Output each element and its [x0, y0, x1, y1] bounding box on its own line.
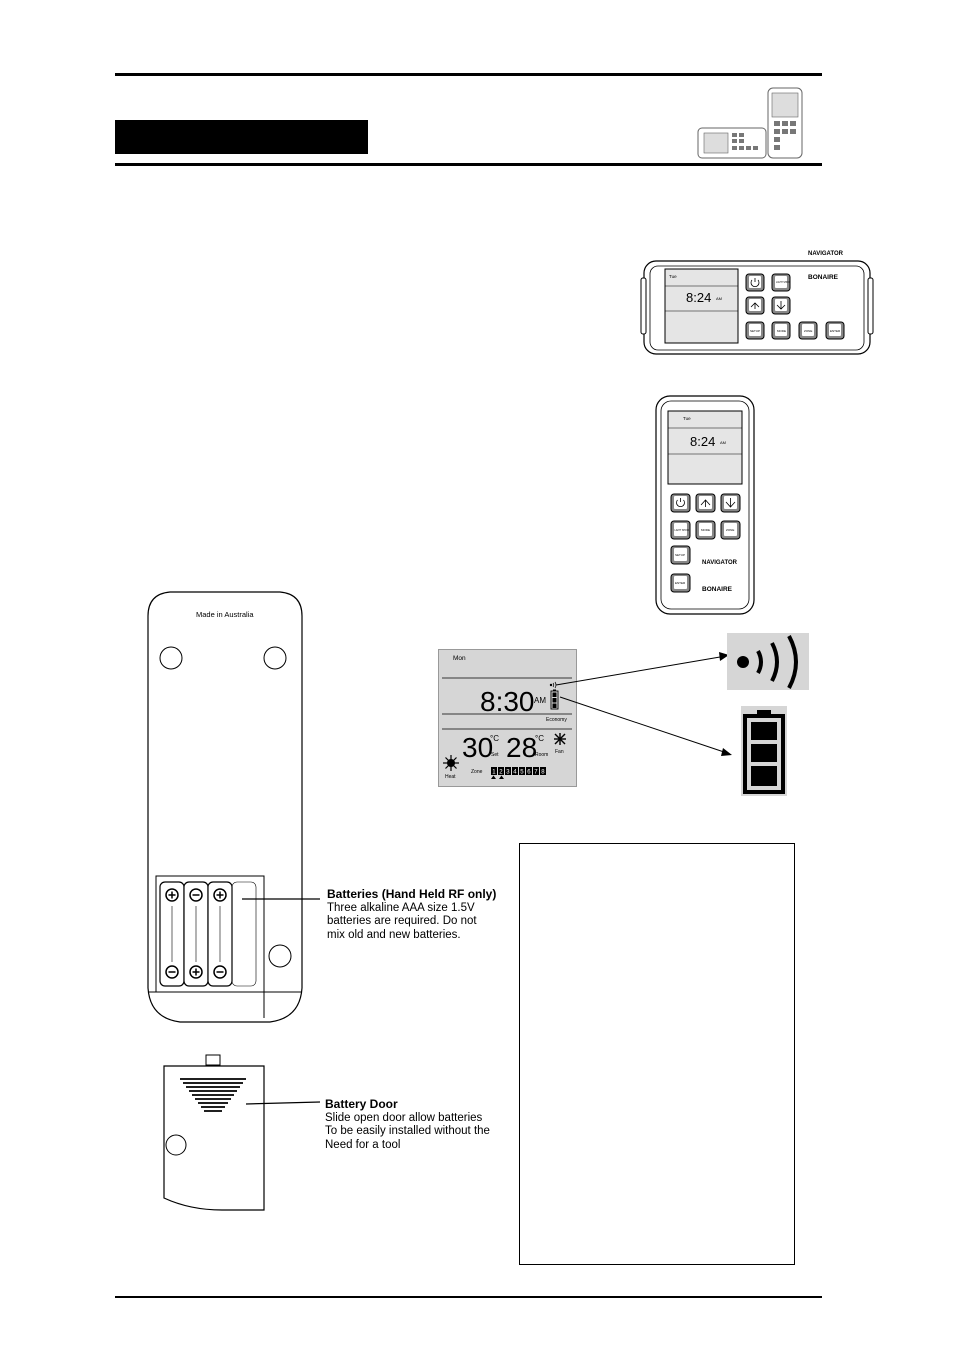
lcd-economy-label: Economy	[546, 717, 567, 723]
battery-door-caption: Battery Door Slide open door allow batte…	[325, 1097, 490, 1152]
signal-icon	[727, 633, 809, 690]
fan-icon	[554, 733, 566, 745]
zone-number: 2	[499, 770, 503, 776]
remote-back-case-illustration: Made in Australia	[147, 591, 303, 1023]
header-controllers-thumbnail	[697, 87, 803, 159]
wall-power-button[interactable]	[745, 273, 765, 292]
handheld-zone-button[interactable]: ZONE	[720, 520, 741, 540]
lcd-room-label: Room	[535, 752, 548, 758]
batteries-caption-heading: Batteries (Hand Held RF only)	[327, 887, 497, 901]
handheld-mode-button[interactable]: MODE	[695, 520, 716, 540]
zone-number: 7	[534, 770, 538, 776]
lcd-set-label: Set	[491, 752, 499, 758]
handheld-controller-illustration: Tue 8:24 AM LIGHT SHOW MODE ZONE SETUP N…	[655, 395, 755, 615]
wall-lcd-ampm: AM	[716, 296, 722, 301]
wall-light-show-label: LIGHT SHOW	[776, 282, 791, 284]
lcd-fan-label: Fan	[555, 749, 564, 755]
battery-door-caption-line: To be easily installed without the	[325, 1125, 490, 1137]
battery-door-caption-line: Need for a tool	[325, 1138, 401, 1151]
zone-indicator-box	[512, 767, 518, 775]
handheld-down-button[interactable]	[720, 493, 741, 513]
lcd-zone-label: Zone	[471, 769, 483, 775]
wall-setup-button[interactable]: SETUP	[745, 321, 765, 340]
footer-rule	[115, 1296, 822, 1298]
zone-number: 5	[520, 770, 524, 776]
batteries-caption: Batteries (Hand Held RF only) Three alka…	[327, 887, 497, 942]
section-title-bar	[115, 120, 368, 154]
wall-bonaire-logo: BONAIRE	[808, 274, 839, 281]
zone-indicator-box	[533, 767, 539, 775]
batteries-caption-line: Three alkaline AAA size 1.5V	[327, 901, 475, 914]
zone-indicator-box	[540, 767, 546, 775]
note-box	[519, 843, 795, 1265]
handheld-setup-label: SETUP	[675, 553, 685, 557]
handheld-zone-label: ZONE	[726, 528, 734, 532]
battery-door-caption-line: Slide open door allow batteries	[325, 1111, 483, 1124]
zone-indicator-box	[526, 767, 532, 775]
zone-number: 1	[492, 770, 496, 776]
lcd-set-unit: °C	[490, 734, 499, 743]
wall-mode-label: MODE	[777, 329, 786, 333]
wall-lcd-day: Tue	[669, 274, 677, 279]
lcd-day: Mon	[453, 655, 466, 662]
batteries-caption-line: batteries are required. Do not	[327, 915, 477, 927]
lcd-room-unit: °C	[535, 734, 544, 743]
zone-indicator-box	[491, 767, 497, 775]
lcd-display-detail: Mon 8:30 AM Economy 30 °C Set 28 °C Room…	[438, 649, 577, 787]
handheld-up-button[interactable]	[695, 493, 716, 513]
battery-door-caption-heading: Battery Door	[325, 1097, 398, 1111]
header-bottom-rule	[115, 163, 822, 166]
handheld-lcd-day: Tue	[683, 416, 691, 421]
wall-mode-button[interactable]: MODE	[771, 321, 791, 340]
wall-enter-button[interactable]: ENTER	[825, 321, 845, 340]
wall-light-show-button[interactable]: LIGHT SHOW	[771, 273, 791, 292]
callout-arrows	[555, 652, 732, 756]
zone-indicator-box	[519, 767, 525, 775]
lcd-ampm: AM	[534, 696, 546, 705]
wall-lcd-time: 8:24	[686, 290, 711, 305]
wall-down-button[interactable]	[771, 296, 791, 315]
lcd-heat-label: Heat	[445, 774, 456, 780]
zone-number: 3	[506, 770, 510, 776]
heat-icon	[443, 755, 459, 771]
lcd-battery-icon	[550, 689, 559, 710]
handheld-navigator-logo: NAVIGATOR	[702, 560, 738, 566]
handheld-mode-label: MODE	[701, 528, 710, 532]
handheld-lcd-time: 8:24	[690, 434, 715, 449]
lcd-room-temp: 28	[506, 732, 537, 763]
wall-setup-label: SETUP	[750, 329, 760, 333]
handheld-enter-label: ENTER	[675, 581, 686, 585]
zone-number: 4	[513, 770, 517, 776]
handheld-power-button[interactable]	[670, 493, 691, 513]
wall-up-button[interactable]	[745, 296, 765, 315]
wall-controller-illustration: NAVIGATOR Tue 8:24 AM LIGHT SHOW BONAIRE…	[640, 251, 874, 355]
made-in-australia-label: Made in Australia	[196, 610, 254, 619]
handheld-light-show-label: LIGHT SHOW	[675, 530, 690, 532]
zone-indicator-box	[498, 767, 504, 775]
wall-navigator-logo: NAVIGATOR	[808, 251, 844, 257]
handheld-light-show-button[interactable]: LIGHT SHOW	[670, 520, 691, 540]
wall-enter-label: ENTER	[830, 329, 841, 333]
battery-door-illustration	[163, 1054, 265, 1211]
zone-indicator-box	[505, 767, 511, 775]
zone-number: 6	[527, 770, 531, 776]
caption-leader-lines	[242, 898, 321, 1105]
lcd-time: 8:30	[480, 686, 535, 717]
handheld-enter-button[interactable]: ENTER	[670, 573, 691, 593]
batteries-caption-line: mix old and new batteries.	[327, 928, 461, 941]
handheld-setup-button[interactable]: SETUP	[670, 545, 691, 565]
lcd-set-temp: 30	[462, 732, 493, 763]
battery-level-icon	[741, 706, 787, 796]
battery-compartment	[159, 881, 257, 987]
handheld-lcd-ampm: AM	[720, 440, 726, 445]
handheld-bonaire-logo: BONAIRE	[702, 586, 733, 593]
zone-number: 8	[541, 770, 545, 776]
wall-zone-label: ZONE	[804, 329, 812, 333]
header-top-rule	[115, 73, 822, 76]
wall-zone-button[interactable]: ZONE	[798, 321, 818, 340]
